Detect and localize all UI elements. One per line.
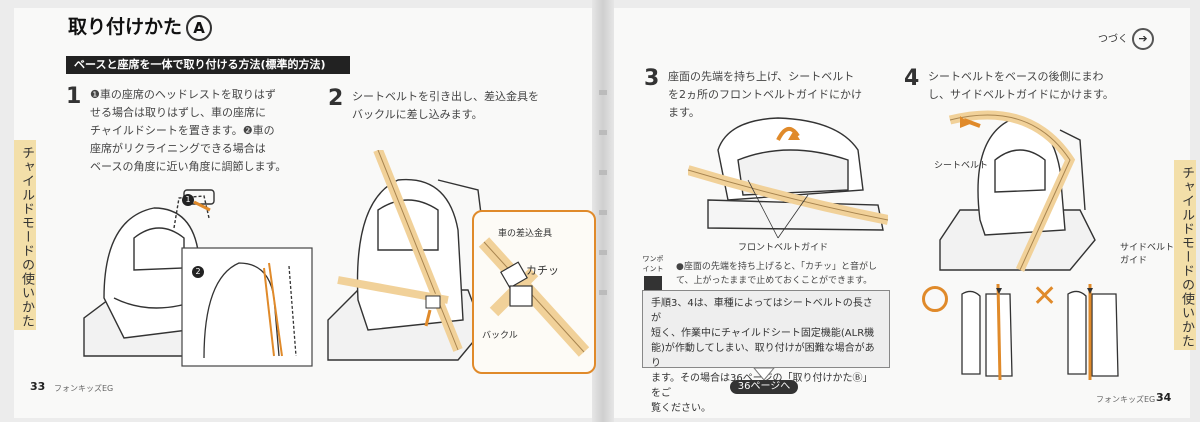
- side-belt-guide-label: サイドベルト ガイド: [1120, 240, 1174, 266]
- step-3-text: 座面の先端を持ち上げ、シートベルト を2ヵ所のフロントベルトガイドにかけ ます。: [668, 68, 900, 122]
- step-1-line: 座席がリクライニングできる場合は: [90, 142, 266, 155]
- step-2-illustration: [327, 150, 489, 361]
- correct-routing-illustration: [961, 284, 1013, 380]
- hand-icon: [644, 276, 662, 294]
- step-4-line: シートベルトをベースの後側にまわ: [928, 70, 1104, 83]
- step-2-text: シートベルトを引き出し、差込金具を バックルに差し込みます。: [352, 88, 592, 124]
- step-4-illustration: [939, 110, 1096, 272]
- step-3-line: を2ヵ所のフロントベルトガイドにかけ: [668, 88, 862, 101]
- note-line: 手順3、4は、車種によってはシートベルトの長さが: [651, 298, 873, 324]
- side-tab-left: チャイルドモードの使いかた: [14, 140, 36, 330]
- down-arrow-icon: [753, 368, 775, 381]
- step-1-line: チャイルドシートを置きます。❷車の: [90, 124, 275, 137]
- title-badge: A: [186, 14, 213, 41]
- one-point-line: て、上がったままで止めておくことができます。: [676, 276, 873, 286]
- step-1-line: ベースの角度に近い角度に調節します。: [90, 160, 287, 173]
- note-line: ます。その場合は36ページの「取り付けかたⒷ」をご: [651, 373, 873, 399]
- one-point-label: ワンポイント: [642, 255, 664, 273]
- one-point-marker: ワンポイント: [640, 254, 666, 294]
- step-1-line: せる場合は取りはずし、車の座席に: [90, 106, 266, 119]
- step-4-line: し、サイドベルトガイドにかけます。: [928, 88, 1114, 101]
- note-line: 短く、作業中にチャイルドシート固定機能(ALR機: [651, 328, 875, 339]
- step-3-illustration: [688, 117, 888, 239]
- insert-plate-label: 車の差込金具: [498, 229, 553, 239]
- incorrect-cross-icon: ✕: [1032, 279, 1058, 314]
- brand-left: フォンキッズEG: [54, 384, 114, 393]
- step-3-line: ます。: [668, 106, 700, 119]
- buckle-label: バックル: [482, 331, 518, 341]
- step-1-illustration: [83, 189, 313, 367]
- correct-circle-icon: [922, 286, 948, 312]
- one-point-line: ●座面の先端を持ち上げると、「カチッ」と音がし: [676, 262, 877, 272]
- side-belt-guide-line: ガイド: [1120, 256, 1148, 266]
- note-line: 能)が作動してしまい、取り付けが困難な場合があり: [651, 343, 875, 369]
- front-belt-guide-label: フロントベルトガイド: [738, 243, 829, 253]
- step-1-text: ❶車の座席のヘッドレストを取りはず せる場合は取りはずし、車の座席に チャイルド…: [90, 86, 320, 176]
- step-4-text: シートベルトをベースの後側にまわ し、サイドベルトガイドにかけます。: [928, 68, 1168, 104]
- step-1-line: ❶車の座席のヘッドレストを取りはず: [90, 88, 276, 101]
- arrow-right-icon: ➔: [1132, 28, 1154, 50]
- binding-holes: [599, 90, 607, 295]
- note-line: 覧ください。: [651, 403, 711, 414]
- section-heading: ベースと座席を一体で取り付ける方法(標準的方法): [66, 56, 350, 74]
- step-2-line: バックルに差し込みます。: [352, 108, 483, 121]
- page-number-left: 33: [30, 380, 46, 393]
- title-text: 取り付けかた: [68, 16, 183, 38]
- brand-right: フォンキッズEG: [1096, 395, 1156, 404]
- next-label: つづく: [1098, 34, 1128, 45]
- seat-belt-label: シートベルト: [934, 161, 989, 171]
- step-1-number: 1: [66, 84, 82, 109]
- illustration-marker-1: 1: [182, 194, 194, 206]
- step-4-number: 4: [904, 66, 920, 91]
- step-2-number: 2: [328, 86, 344, 111]
- side-belt-guide-line: サイドベルト: [1120, 243, 1175, 253]
- note-box: 手順3、4は、車種によってはシートベルトの長さが 短く、作業中にチャイルドシート…: [642, 290, 890, 414]
- page-36-link[interactable]: 36ページへ: [730, 380, 798, 394]
- click-label: カチッ: [526, 264, 559, 277]
- step-2-line: シートベルトを引き出し、差込金具を: [352, 90, 539, 103]
- illustration-marker-2: 2: [192, 266, 204, 278]
- next-indicator: つづく ➔: [1098, 28, 1154, 50]
- buckle-callout-illustration: [478, 237, 590, 357]
- page-number-right: 34: [1156, 391, 1172, 404]
- step-3-line: 座面の先端を持ち上げ、シートベルト: [668, 70, 855, 83]
- side-tab-right: チャイルドモードの使いかた: [1174, 160, 1196, 350]
- step-3-number: 3: [644, 66, 660, 91]
- incorrect-routing-illustration: [1067, 284, 1119, 380]
- one-point-text: ●座面の先端を持ち上げると、「カチッ」と音がし て、上がったままで止めておくこと…: [676, 260, 896, 288]
